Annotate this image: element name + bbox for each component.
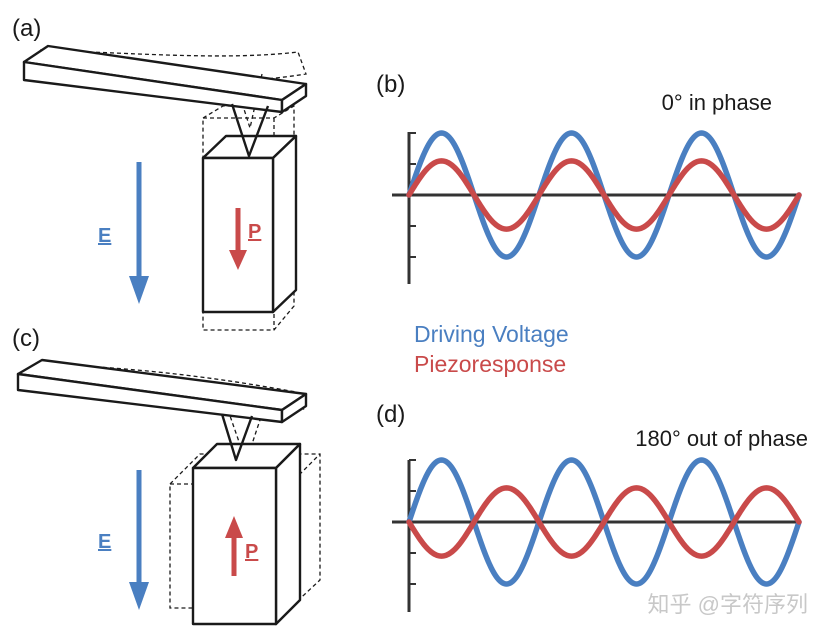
panel-c-crystal-block: [191, 442, 302, 626]
panel-d-piezoresponse-wave: [406, 485, 802, 559]
watermark: 知乎 @字符序列: [648, 592, 808, 617]
panel-b-piezoresponse-wave: [406, 158, 802, 232]
panel-c-tip: [220, 413, 254, 462]
legend-piezoresponse: Piezoresponse: [414, 351, 566, 377]
panel-d-caption: 180° out of phase: [635, 426, 808, 451]
panel-c: (c) E: [12, 325, 321, 626]
panel-c-label: (c): [12, 325, 40, 352]
panel-a: (a) E: [12, 15, 308, 331]
panel-b: (b) 0° in phase: [376, 71, 802, 284]
panel-a-polarization-label: P: [248, 221, 261, 243]
panel-d-label: (d): [376, 401, 405, 428]
panel-c-field-arrow: [129, 470, 149, 610]
panel-d: (d) 180° out of phase: [376, 401, 808, 612]
panel-a-tip: [230, 103, 270, 158]
panel-a-label: (a): [12, 15, 41, 42]
panel-a-field-arrow: [129, 162, 149, 304]
panel-b-label: (b): [376, 71, 405, 98]
panel-a-field-label: E: [98, 225, 111, 247]
panel-c-cantilever: [16, 358, 308, 424]
panel-b-caption: 0° in phase: [662, 90, 772, 115]
panel-c-polarization-arrow: [225, 516, 243, 576]
panel-c-polarization-label: P: [245, 541, 258, 563]
legend: Driving Voltage Piezoresponse: [414, 321, 569, 377]
legend-driving-voltage: Driving Voltage: [414, 321, 569, 347]
panel-c-field-label: E: [98, 531, 111, 553]
panel-a-cantilever: [22, 44, 308, 114]
panel-a-polarization-arrow: [229, 208, 247, 270]
